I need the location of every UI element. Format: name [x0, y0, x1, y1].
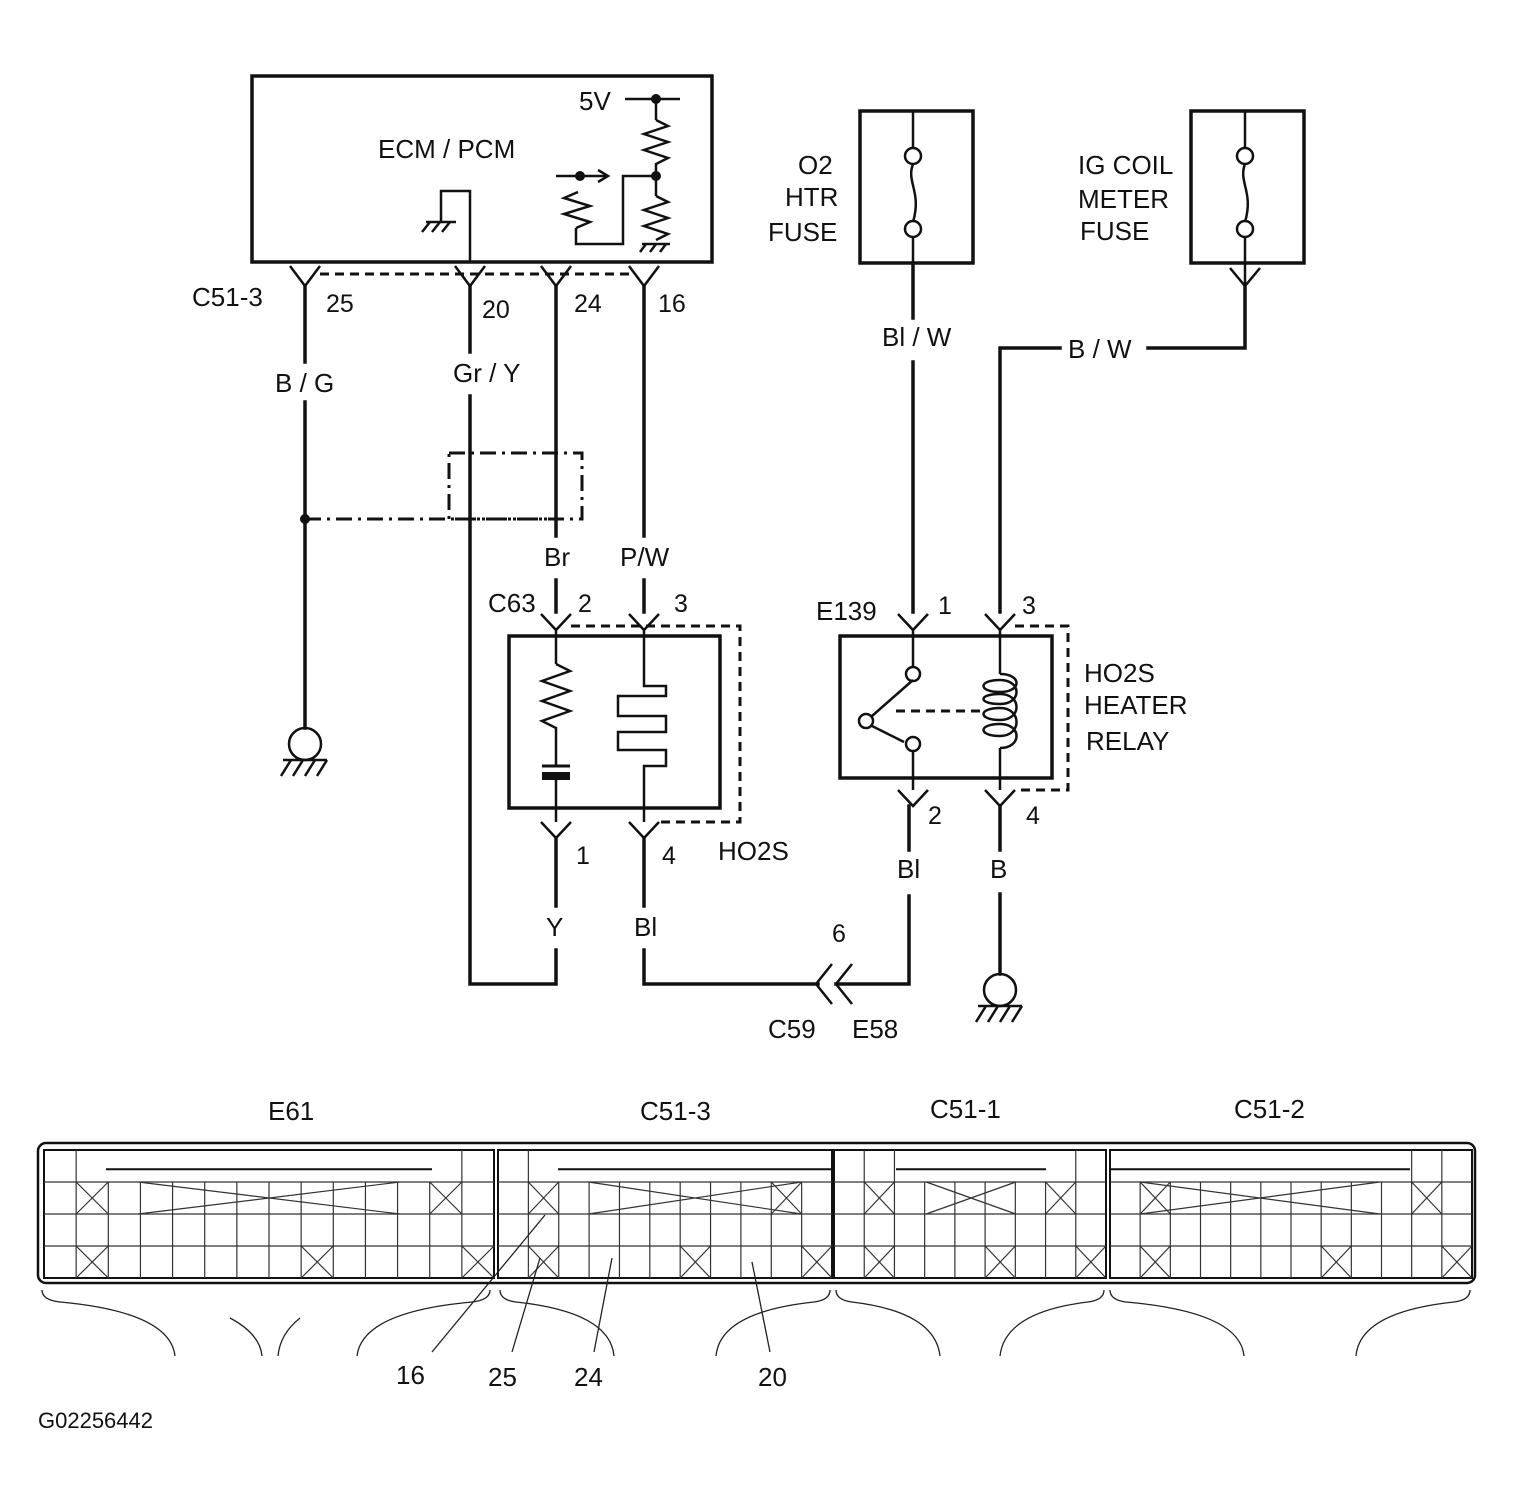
wire-b-w: B / W [998, 284, 1247, 614]
pin-25: 25 [326, 290, 354, 318]
connector-face-grids [43, 1149, 1473, 1279]
callout-25: 25 [488, 1362, 517, 1392]
wire-b-label: B [990, 854, 1007, 884]
wire-br-label: Br [544, 542, 570, 572]
face-label-e61: E61 [268, 1096, 314, 1126]
face-label-c51-1: C51-1 [930, 1094, 1001, 1124]
harness-brackets [41, 1289, 1471, 1357]
wire-b-g: B / G [275, 284, 334, 777]
connector-face-view: E61 C51-3 C51-1 C51-2 16 25 24 20 [36, 1094, 1477, 1392]
wire-bl-sensor: Bl [634, 836, 820, 986]
wire-y: Y [546, 836, 563, 942]
connector-c51-3-label: C51-3 [192, 282, 263, 312]
pin-callouts: 16 25 24 20 [396, 1214, 787, 1392]
ig-fuse-line-3: FUSE [1080, 216, 1149, 246]
face-label-c51-3: C51-3 [640, 1096, 711, 1126]
connector-c51-3: C51-3 25 20 24 16 [192, 265, 686, 324]
ecm-pcm-module: ECM / PCM 5V [250, 74, 714, 264]
pin-16: 16 [658, 290, 686, 318]
pin-relay-4: 4 [1026, 802, 1040, 830]
ho2s-sensor: C63 2 3 1 4 HO2S [488, 588, 789, 870]
figure-id: G02256442 [38, 1408, 153, 1433]
ig-fuse-line-1: IG COIL [1078, 150, 1173, 180]
pin-24: 24 [574, 290, 602, 318]
wire-br: Br [544, 284, 570, 614]
connector-c63-label: C63 [488, 588, 536, 618]
o2-fuse-line-1: O2 [798, 150, 833, 180]
wire-gr-y: Gr / Y [453, 284, 558, 986]
pin-ho2s-4: 4 [662, 842, 676, 870]
pin-ho2s-1: 1 [576, 842, 590, 870]
wire-b-w-label: B / W [1068, 334, 1132, 364]
wire-bl-w-label: Bl / W [882, 322, 952, 352]
pin-c63-3: 3 [674, 590, 688, 618]
o2-htr-fuse: O2 HTR FUSE [768, 109, 975, 265]
ho2s-heater-relay: E139 1 3 2 4 HO2S HEATER RELAY [816, 592, 1188, 830]
wire-p-w: P/W [620, 284, 670, 614]
o2-fuse-line-2: HTR [785, 182, 838, 212]
wire-bl-relay-label: Bl [897, 854, 920, 884]
relay-label-line-2: HEATER [1084, 690, 1188, 720]
wire-gr-y-label: Gr / Y [453, 358, 520, 388]
callout-20: 20 [758, 1362, 787, 1392]
pin-splice-6: 6 [832, 920, 846, 948]
relay-label-line-1: HO2S [1084, 658, 1155, 688]
callout-24: 24 [574, 1362, 603, 1392]
connector-e58-label: E58 [852, 1014, 898, 1044]
shield-wire [305, 451, 584, 521]
pin-relay-2: 2 [928, 802, 942, 830]
o2-fuse-line-3: FUSE [768, 217, 837, 247]
relay-label-line-3: RELAY [1086, 726, 1169, 756]
wire-p-w-label: P/W [620, 542, 670, 572]
wire-b-g-label: B / G [275, 368, 334, 398]
wire-y-label: Y [546, 912, 563, 942]
wire-b: B [974, 804, 1024, 1023]
ecm-label: ECM / PCM [378, 134, 515, 164]
ig-coil-meter-fuse: IG COIL METER FUSE [1078, 109, 1306, 288]
pin-e139-3: 3 [1022, 592, 1036, 620]
ig-fuse-line-2: METER [1078, 184, 1169, 214]
pin-c63-2: 2 [578, 590, 592, 618]
pin-e139-1: 1 [938, 592, 952, 620]
connector-e139-label: E139 [816, 596, 877, 626]
wire-bl-relay: Bl [897, 804, 920, 884]
connector-c59-label: C59 [768, 1014, 816, 1044]
face-label-c51-2: C51-2 [1234, 1094, 1305, 1124]
connector-c59-e58: 6 C59 E58 [768, 894, 911, 1044]
ecm-5v-label: 5V [579, 86, 611, 116]
callout-16: 16 [396, 1360, 425, 1390]
ho2s-label: HO2S [718, 836, 789, 866]
wire-bl-w: Bl / W [882, 261, 952, 614]
pin-20: 20 [482, 296, 510, 324]
wire-bl-sensor-label: Bl [634, 912, 657, 942]
